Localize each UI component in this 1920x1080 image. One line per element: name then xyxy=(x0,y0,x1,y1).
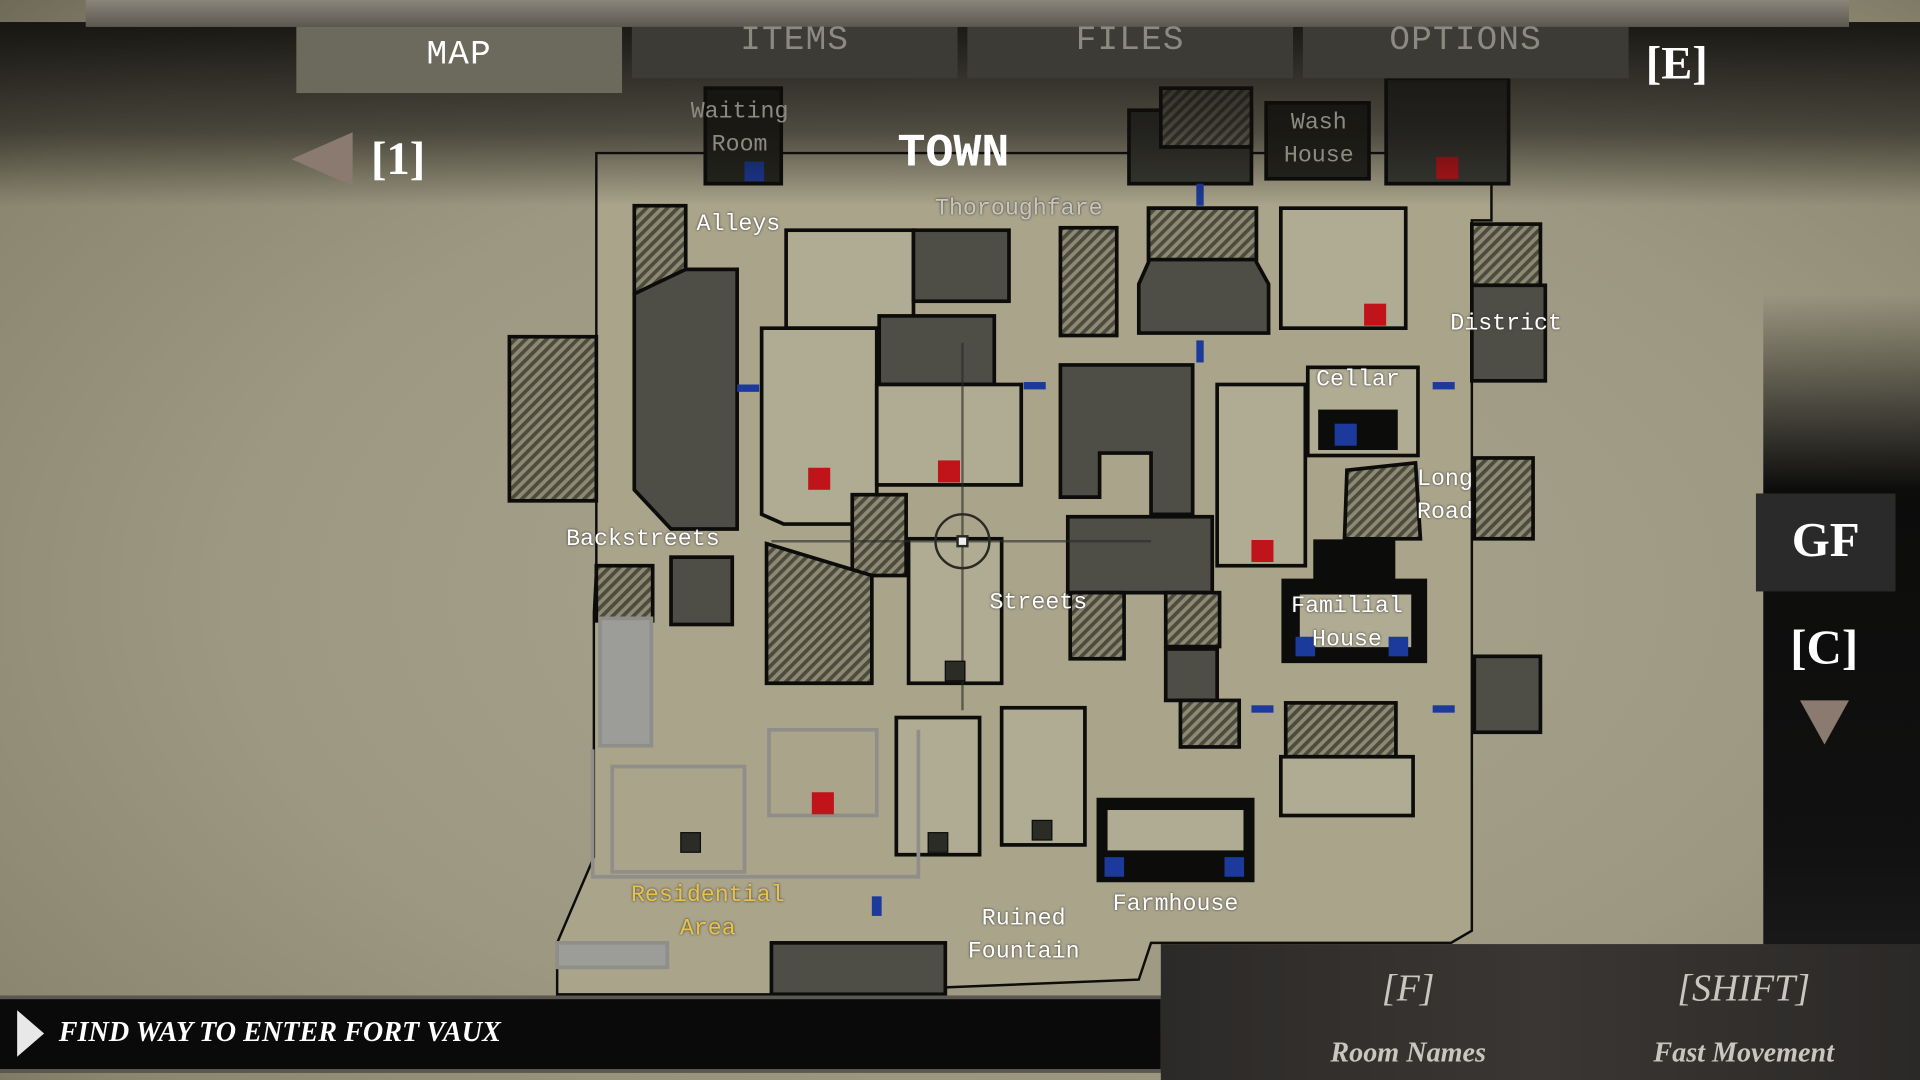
objective-bar: FIND WAY TO ENTER FORT VAUX xyxy=(0,995,1161,1073)
previous-area-key: [1] xyxy=(371,133,426,185)
room xyxy=(507,334,599,503)
player-position-marker xyxy=(771,342,1152,711)
area-title: TOWN xyxy=(897,127,1010,181)
label-line: Room xyxy=(711,131,768,158)
change-floor-key: [C] xyxy=(1790,619,1859,675)
tab-items[interactable]: ITEMS xyxy=(631,24,958,79)
room-label-alleys: Alleys xyxy=(696,210,781,238)
room-label-district: District xyxy=(1450,309,1562,337)
floor-down-arrow-icon[interactable] xyxy=(1800,700,1849,745)
item-markers xyxy=(680,660,1053,853)
control-action: Room Names xyxy=(1330,1037,1487,1068)
label-line: Long xyxy=(1416,465,1473,493)
label-line: Familial xyxy=(1291,592,1403,620)
room-label-thoroughfare: Thoroughfare xyxy=(935,194,1103,222)
label-line: Residential xyxy=(630,881,785,909)
controls-help: [F] Room Names [SHIFT] Fast Movement xyxy=(1160,944,1920,1080)
label-line: Area xyxy=(679,914,736,942)
next-tab-key: [E] xyxy=(1645,37,1708,90)
control-key: [SHIFT] xyxy=(1677,966,1811,1009)
room-label-farmhouse: Farmhouse xyxy=(1112,890,1239,918)
control-key: [F] xyxy=(1381,966,1435,1009)
tab-options[interactable]: OPTIONS xyxy=(1302,24,1629,79)
label-line: Fountain xyxy=(967,937,1080,965)
tab-map[interactable]: MAP xyxy=(296,26,623,94)
play-arrow-icon xyxy=(17,1010,45,1057)
floor-indicator[interactable]: GF xyxy=(1755,493,1896,592)
label-line: Road xyxy=(1416,498,1473,526)
label-line: House xyxy=(1312,625,1382,653)
objective-text: FIND WAY TO ENTER FORT VAUX xyxy=(58,1016,501,1047)
tab-files[interactable]: FILES xyxy=(967,24,1294,79)
top-frame xyxy=(85,0,1849,27)
label-line: Ruined xyxy=(981,904,1066,932)
previous-area-arrow-icon[interactable] xyxy=(291,132,353,187)
room-label-backstreets: Backstreets xyxy=(566,525,720,553)
control-action: Fast Movement xyxy=(1653,1037,1835,1068)
label-line: House xyxy=(1283,142,1354,169)
room-label-streets: Streets xyxy=(989,588,1088,616)
label-line: Wash xyxy=(1290,108,1347,136)
label-line: Waiting xyxy=(690,97,789,125)
room-label-cellar: Cellar xyxy=(1316,366,1400,394)
